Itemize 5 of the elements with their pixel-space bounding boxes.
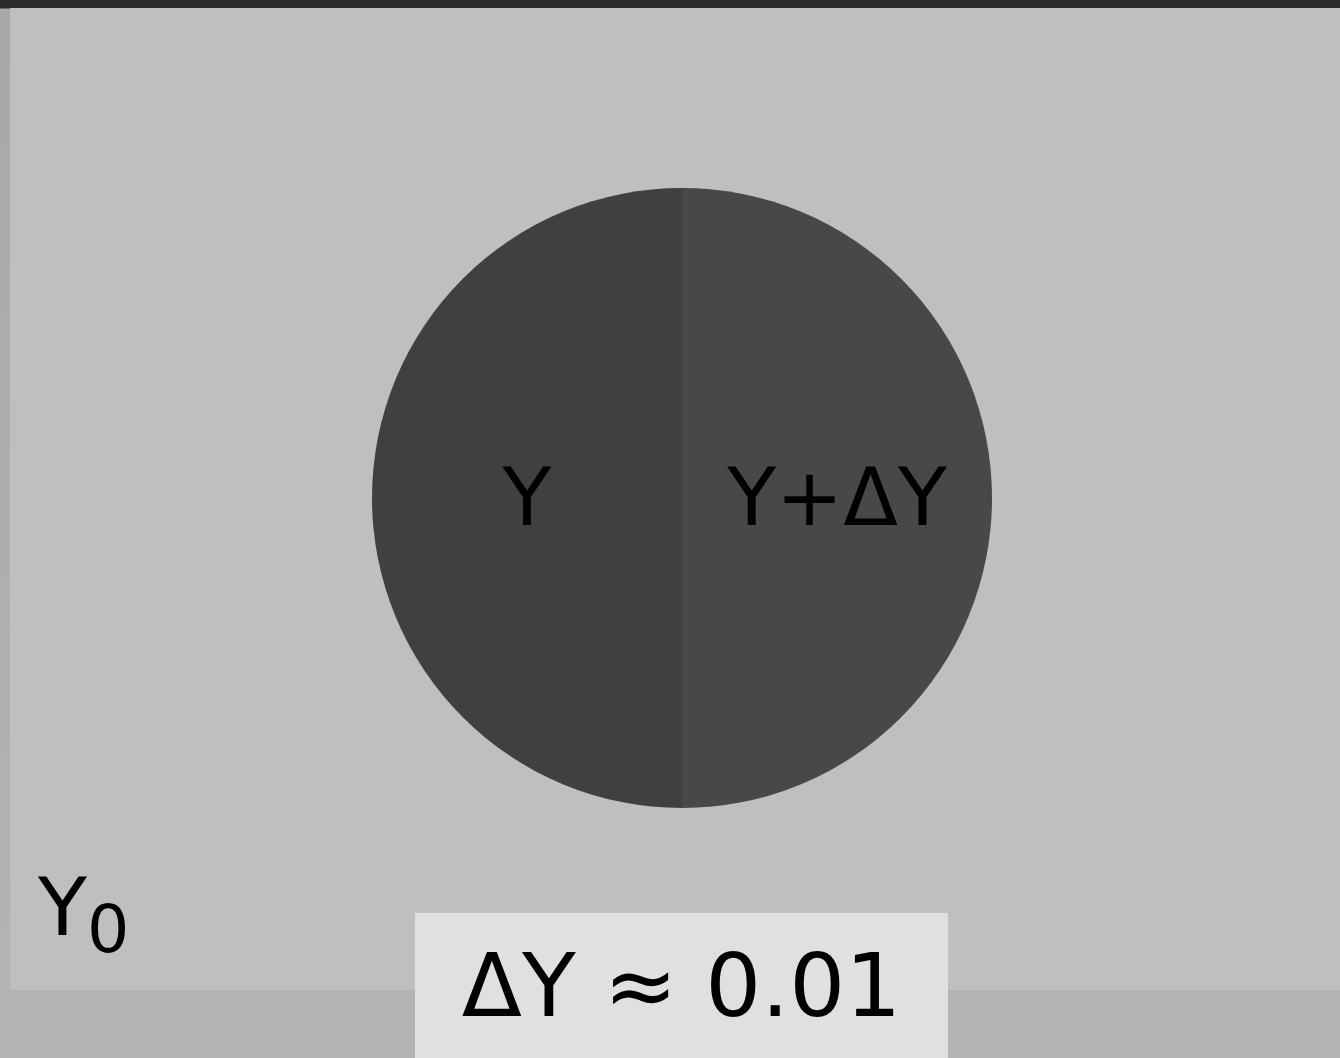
value-box xyxy=(415,913,948,1058)
region-label: Y$_{0}$ xyxy=(38,868,130,963)
disc-label: Y xyxy=(502,458,552,538)
difference-value: ΔY ≈ 0.01 xyxy=(461,941,902,1030)
disc-label: Y+ΔY xyxy=(727,458,947,538)
